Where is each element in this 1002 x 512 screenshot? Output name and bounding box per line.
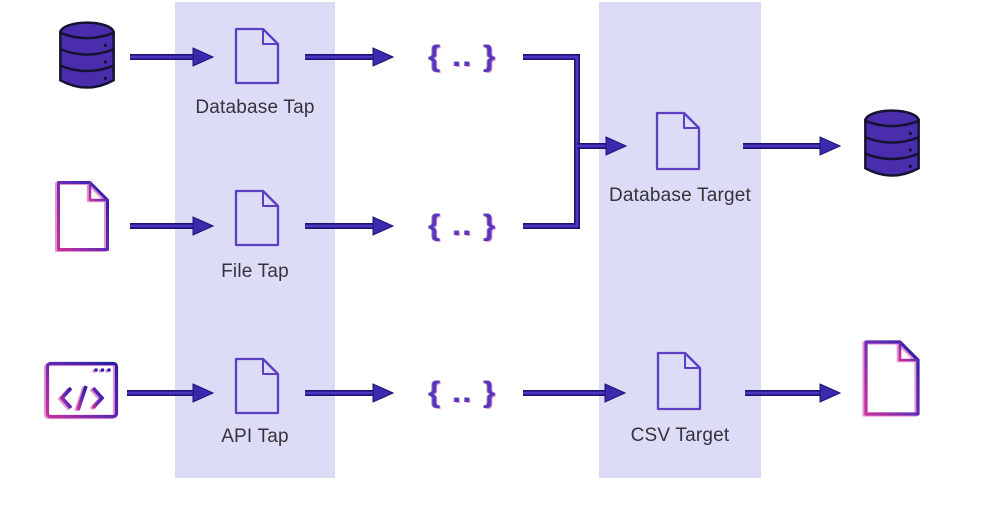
api-window-source-icon xyxy=(45,361,119,419)
file-tap-document-icon xyxy=(234,189,280,247)
json-record-glyph-2: { .. } xyxy=(428,209,498,242)
database-target-document-icon xyxy=(655,111,701,171)
database-source-icon xyxy=(59,21,115,89)
api-tap-label: API Tap xyxy=(221,426,289,447)
database-output-icon xyxy=(864,109,920,177)
json-record-glyph-3: { .. } xyxy=(428,376,498,409)
file-tap-label: File Tap xyxy=(221,261,289,282)
database-target-label: Database Target xyxy=(608,185,752,206)
database-tap-label: Database Tap xyxy=(195,97,315,118)
csv-output-document-icon xyxy=(864,340,920,416)
file-source-icon xyxy=(57,181,109,251)
database-tap-document-icon xyxy=(234,27,280,85)
api-tap-document-icon xyxy=(234,357,280,415)
csv-target-document-icon xyxy=(656,351,702,411)
json-record-glyph-1: { .. } xyxy=(428,40,498,73)
csv-target-label: CSV Target xyxy=(630,425,730,446)
